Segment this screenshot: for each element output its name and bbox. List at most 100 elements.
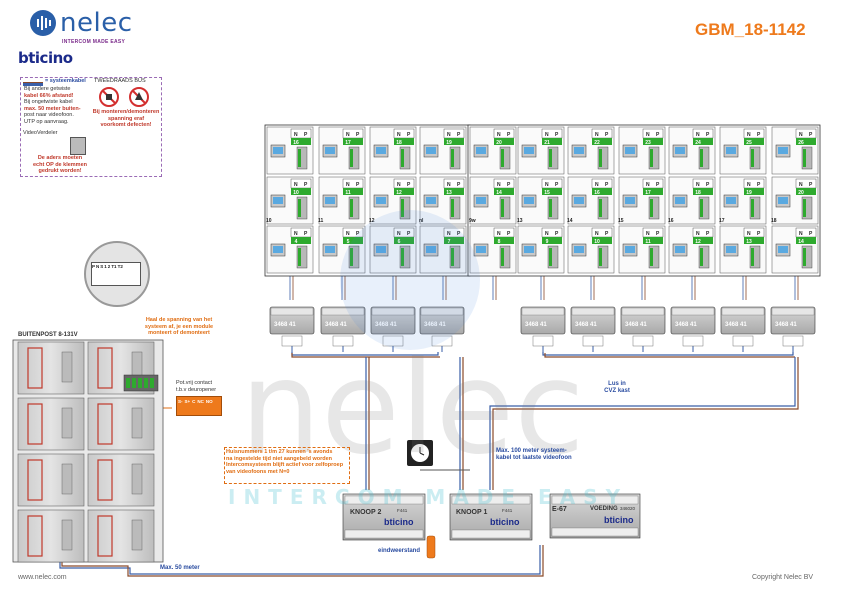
handset-icon [801,196,813,220]
note-line: systeem af, je een module [144,323,214,330]
address-n [343,138,353,145]
screen-display [574,246,584,253]
e67-label: E-67 [552,506,567,513]
relay-terminal [132,378,136,388]
terminal-n: N [747,132,751,138]
led-strip [751,149,754,167]
note-line: gedrukt worden! [38,168,82,174]
legend-bus-title: TWEEDRAADS BUS [94,78,146,84]
handset-icon [449,146,461,170]
terminal-p: P [356,182,360,188]
led-strip [350,199,353,217]
module-face [87,453,155,507]
legend-line: Bij ongetwiste kabel [24,99,73,105]
unit-number: 26 [798,140,804,146]
voeding-module-terminals-bottom [551,527,639,537]
legend-line: UTP op aanvraag. [24,118,69,125]
outdoor-trunk [61,545,544,577]
footer-website: www.nelec.com [18,574,67,581]
terminal-p: P [555,182,559,188]
address-p [806,237,816,244]
screen-display [726,246,736,253]
screen-display [778,147,788,154]
trunk-right [542,352,794,356]
screen-display [675,197,685,204]
terminal-p: P [407,182,411,188]
unit-number: 6 [398,239,401,245]
terminal-p: P [706,182,710,188]
unit-number: 5 [347,239,350,245]
splitter-module: 3468 41 [720,306,766,347]
handset-icon [348,196,360,220]
splitter-label: 3468 41 [625,322,647,328]
module-wiring [97,515,113,557]
splitter-module: 3468 41 [370,306,416,347]
terminal-p: P [706,132,710,138]
address-p [703,138,713,145]
terminal-n: N [595,231,599,237]
led-strip [751,248,754,266]
terminal-n: N [696,231,700,237]
address-p [754,188,764,195]
led-strip [650,149,653,167]
handset-icon [399,196,411,220]
watermark-nelec: nelec [240,334,585,483]
address-n [592,237,602,244]
address-n [394,237,404,244]
address-p [754,237,764,244]
led-strip [401,149,404,167]
handset-icon [648,146,660,170]
address-n [542,237,552,244]
outdoor-module [87,509,155,563]
terminal-p: P [507,182,511,188]
legend-line: post naar videofoon. [24,112,74,118]
terminal-n: N [447,182,451,188]
terminal-n: N [696,132,700,138]
terminal-n: N [346,132,350,138]
note-line: Intercomsysteem blijft actief voor zelfo… [226,462,344,468]
note-line: na ingestelde tijd niet aangebeld worden [226,455,333,462]
module-wiring [27,347,43,389]
address-p [602,188,612,195]
voeding-code: 346020 [620,506,636,511]
address-p [653,138,663,145]
contact-terminal: S- [178,399,183,404]
address-n [542,188,552,195]
legend-cable-swatch [23,82,43,86]
module-connector [131,407,143,439]
screen-display [376,197,386,204]
terminal-label: S [100,264,104,269]
screen-display [778,246,788,253]
screen-display [524,246,534,253]
splitter-label: 3468 41 [725,322,747,328]
handset-icon [449,245,461,269]
knoop2-brand: bticino [384,517,414,527]
outdoor-panel [12,339,164,563]
handset-icon [399,146,411,170]
address-p [703,188,713,195]
address-p [552,188,562,195]
clock-hand [419,452,425,456]
address-n [693,138,703,145]
terminal-n: N [545,231,549,237]
watermark-tagline: INTERCOM MADE EASY [228,485,629,509]
splitter-terminals [571,307,615,316]
terminal-p: P [304,231,308,237]
apartment-id: 16 [668,218,674,224]
handset-icon [449,196,461,220]
unit-number: 23 [645,140,651,146]
terminal-p: P [809,182,813,188]
terminal-n: N [346,231,350,237]
address-n [494,188,504,195]
address-n [643,138,653,145]
outdoor-title: BUITENPOST 8-131V [18,332,78,338]
